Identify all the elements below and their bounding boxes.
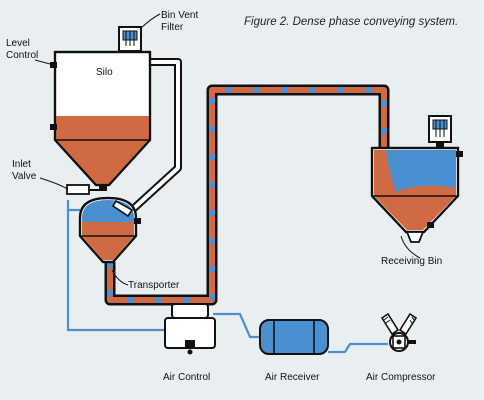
air-control-unit [164, 303, 216, 355]
level-sensor-low [50, 124, 57, 130]
inlet-valve [66, 184, 99, 195]
receiving-bin-label: Receiving Bin [381, 256, 442, 267]
transporter [78, 196, 141, 264]
air-control-label: Air Control [163, 372, 210, 383]
inlet-valve-label-line2: Valve [12, 171, 37, 182]
conveying-pipe [104, 84, 390, 306]
transporter-label: Transporter [128, 280, 180, 291]
level-sensor-top [50, 62, 57, 68]
silo [50, 26, 152, 191]
bin-vent-filter-label-line2: Filter [161, 22, 184, 33]
receiver-to-control-line [213, 312, 260, 339]
figure-caption: Figure 2. Dense phase conveying system. [244, 16, 458, 28]
silo-label: Silo [96, 67, 113, 78]
leader-lines [34, 13, 421, 286]
air-lines [66, 200, 388, 354]
air-receiver-tank [259, 319, 329, 355]
silo-vent-pipe [129, 58, 182, 213]
compressor-to-receiver-line [328, 342, 388, 354]
level-control-label-line2: Control [6, 50, 38, 61]
bin-vent-filter-label-line1: Bin Vent [161, 10, 198, 21]
air-receiver-label: Air Receiver [265, 372, 320, 383]
inlet-valve-label-line1: Inlet [12, 159, 31, 170]
pipe-air-slugs [107, 87, 387, 303]
control-to-transporter-line [66, 208, 165, 332]
silo-material [56, 116, 149, 185]
air-compressor-label: Air Compressor [366, 372, 436, 383]
level-control-label-line1: Level [6, 38, 30, 49]
air-compressor [380, 312, 418, 352]
receiving-bin [370, 115, 463, 243]
